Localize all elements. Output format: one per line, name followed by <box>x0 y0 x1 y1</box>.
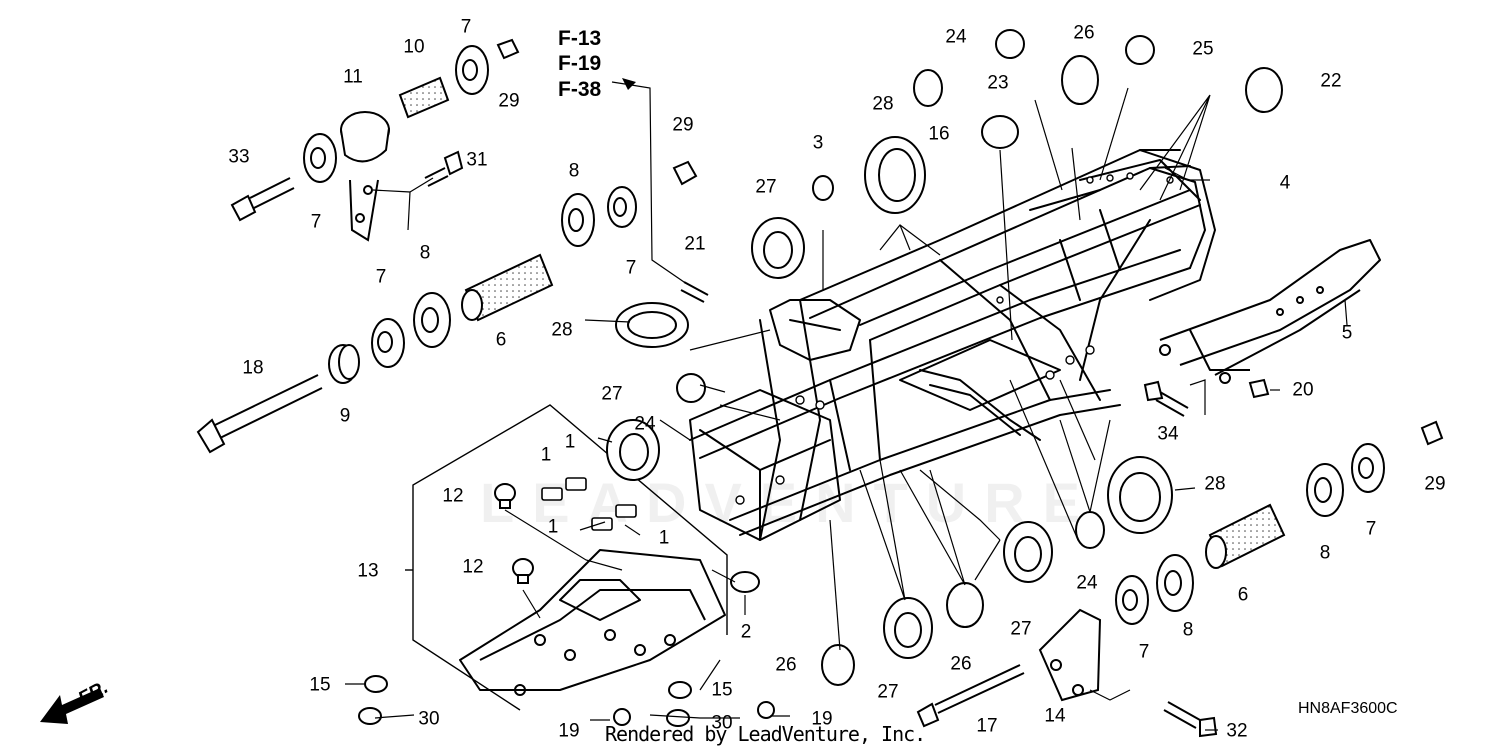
engine-hanger-11 <box>340 111 390 242</box>
callout-8[interactable]: 8 <box>1319 542 1331 564</box>
callout-5[interactable]: 5 <box>1341 322 1353 344</box>
callout-15[interactable]: 15 <box>711 679 733 701</box>
bolt-18 <box>196 374 323 454</box>
callout-19[interactable]: 19 <box>811 708 833 730</box>
callout-26[interactable]: 26 <box>1073 22 1095 44</box>
callout-6[interactable]: 6 <box>1237 584 1249 606</box>
under-cover <box>459 549 726 696</box>
callout-8[interactable]: 8 <box>419 242 431 264</box>
callout-24[interactable]: 24 <box>1076 572 1098 594</box>
callout-14[interactable]: 14 <box>1044 705 1066 727</box>
callout-30[interactable]: 30 <box>418 708 440 730</box>
callout-12[interactable]: 12 <box>442 485 464 507</box>
callout-7[interactable]: 7 <box>375 266 387 288</box>
callout-24[interactable]: 24 <box>945 26 967 48</box>
callout-20[interactable]: 20 <box>1292 379 1314 401</box>
callout-11[interactable]: 11 <box>343 66 363 88</box>
callout-31[interactable]: 31 <box>466 149 488 171</box>
callout-18[interactable]: 18 <box>242 357 264 379</box>
callout-23[interactable]: 23 <box>987 72 1009 94</box>
rubber-pads <box>541 477 637 531</box>
callout-3[interactable]: 3 <box>812 132 824 154</box>
callout-9[interactable]: 9 <box>339 405 351 427</box>
callout-6[interactable]: 6 <box>495 329 507 351</box>
callout-26[interactable]: 26 <box>950 653 972 675</box>
reference-f-13[interactable]: F-13 <box>558 27 602 50</box>
callout-30[interactable]: 30 <box>711 712 733 734</box>
grommets <box>358 483 775 727</box>
callout-7[interactable]: 7 <box>1365 518 1377 540</box>
callout-28[interactable]: 28 <box>1204 473 1226 495</box>
callout-33[interactable]: 33 <box>228 146 250 168</box>
callout-34[interactable]: 34 <box>1157 423 1179 445</box>
sub-frame <box>1159 239 1381 384</box>
bolt-34 <box>1143 380 1189 417</box>
callout-19[interactable]: 19 <box>558 720 580 742</box>
callout-1[interactable]: 1 <box>547 516 559 538</box>
callout-7[interactable]: 7 <box>460 16 472 38</box>
under-cover-bracket <box>405 404 728 711</box>
credit-line: Rendered by LeadVenture, Inc. <box>605 722 926 746</box>
callout-21[interactable]: 21 <box>684 233 706 255</box>
callout-24[interactable]: 24 <box>634 413 656 435</box>
callout-1[interactable]: 1 <box>540 444 552 466</box>
callout-15[interactable]: 15 <box>309 674 331 696</box>
callout-1[interactable]: 1 <box>564 431 576 453</box>
reference-f-38[interactable]: F-38 <box>558 78 602 101</box>
collar-9 <box>328 344 360 384</box>
callout-29[interactable]: 29 <box>672 114 694 136</box>
callout-17[interactable]: 17 <box>976 715 998 737</box>
callout-32[interactable]: 32 <box>1226 720 1248 742</box>
front-arrow <box>40 688 104 724</box>
callout-27[interactable]: 27 <box>877 681 899 703</box>
bolt-31 <box>424 150 464 187</box>
callout-22[interactable]: 22 <box>1320 70 1342 92</box>
callout-7[interactable]: 7 <box>625 257 637 279</box>
callout-29[interactable]: 29 <box>1424 473 1446 495</box>
bolt-32 <box>1163 701 1218 738</box>
nuts-29 <box>496 38 1444 446</box>
bolt-33 <box>230 177 295 222</box>
callout-8[interactable]: 8 <box>1182 619 1194 641</box>
nut-20 <box>1248 378 1270 399</box>
callout-2[interactable]: 2 <box>740 621 752 643</box>
bolt-21 <box>680 281 709 303</box>
callout-7[interactable]: 7 <box>310 211 322 233</box>
callout-28[interactable]: 28 <box>872 93 894 115</box>
callout-1[interactable]: 1 <box>658 527 670 549</box>
bolt-17 <box>916 664 1025 728</box>
callout-13[interactable]: 13 <box>357 560 379 582</box>
callout-28[interactable]: 28 <box>551 319 573 341</box>
frame-body <box>689 149 1216 541</box>
frame-holes <box>735 172 1174 505</box>
callout-12[interactable]: 12 <box>462 556 484 578</box>
callout-27[interactable]: 27 <box>601 383 623 405</box>
callout-4[interactable]: 4 <box>1279 172 1291 194</box>
callout-16[interactable]: 16 <box>928 123 950 145</box>
reference-f-19[interactable]: F-19 <box>558 52 602 75</box>
callout-7[interactable]: 7 <box>1138 641 1150 663</box>
callout-26[interactable]: 26 <box>775 654 797 676</box>
callout-27[interactable]: 27 <box>1010 618 1032 640</box>
callout-27[interactable]: 27 <box>755 176 777 198</box>
wire-bands <box>606 29 1283 686</box>
reference-arrow <box>622 78 636 90</box>
callout-29[interactable]: 29 <box>498 90 520 112</box>
callout-8[interactable]: 8 <box>568 160 580 182</box>
right-dampers <box>1115 443 1385 625</box>
callout-25[interactable]: 25 <box>1192 38 1214 60</box>
engine-hanger-14 <box>1038 608 1102 702</box>
diagram-code: HN8AF3600C <box>1298 700 1398 717</box>
leader-lines <box>345 81 1348 731</box>
left-dampers <box>303 45 637 368</box>
callout-10[interactable]: 10 <box>403 36 425 58</box>
